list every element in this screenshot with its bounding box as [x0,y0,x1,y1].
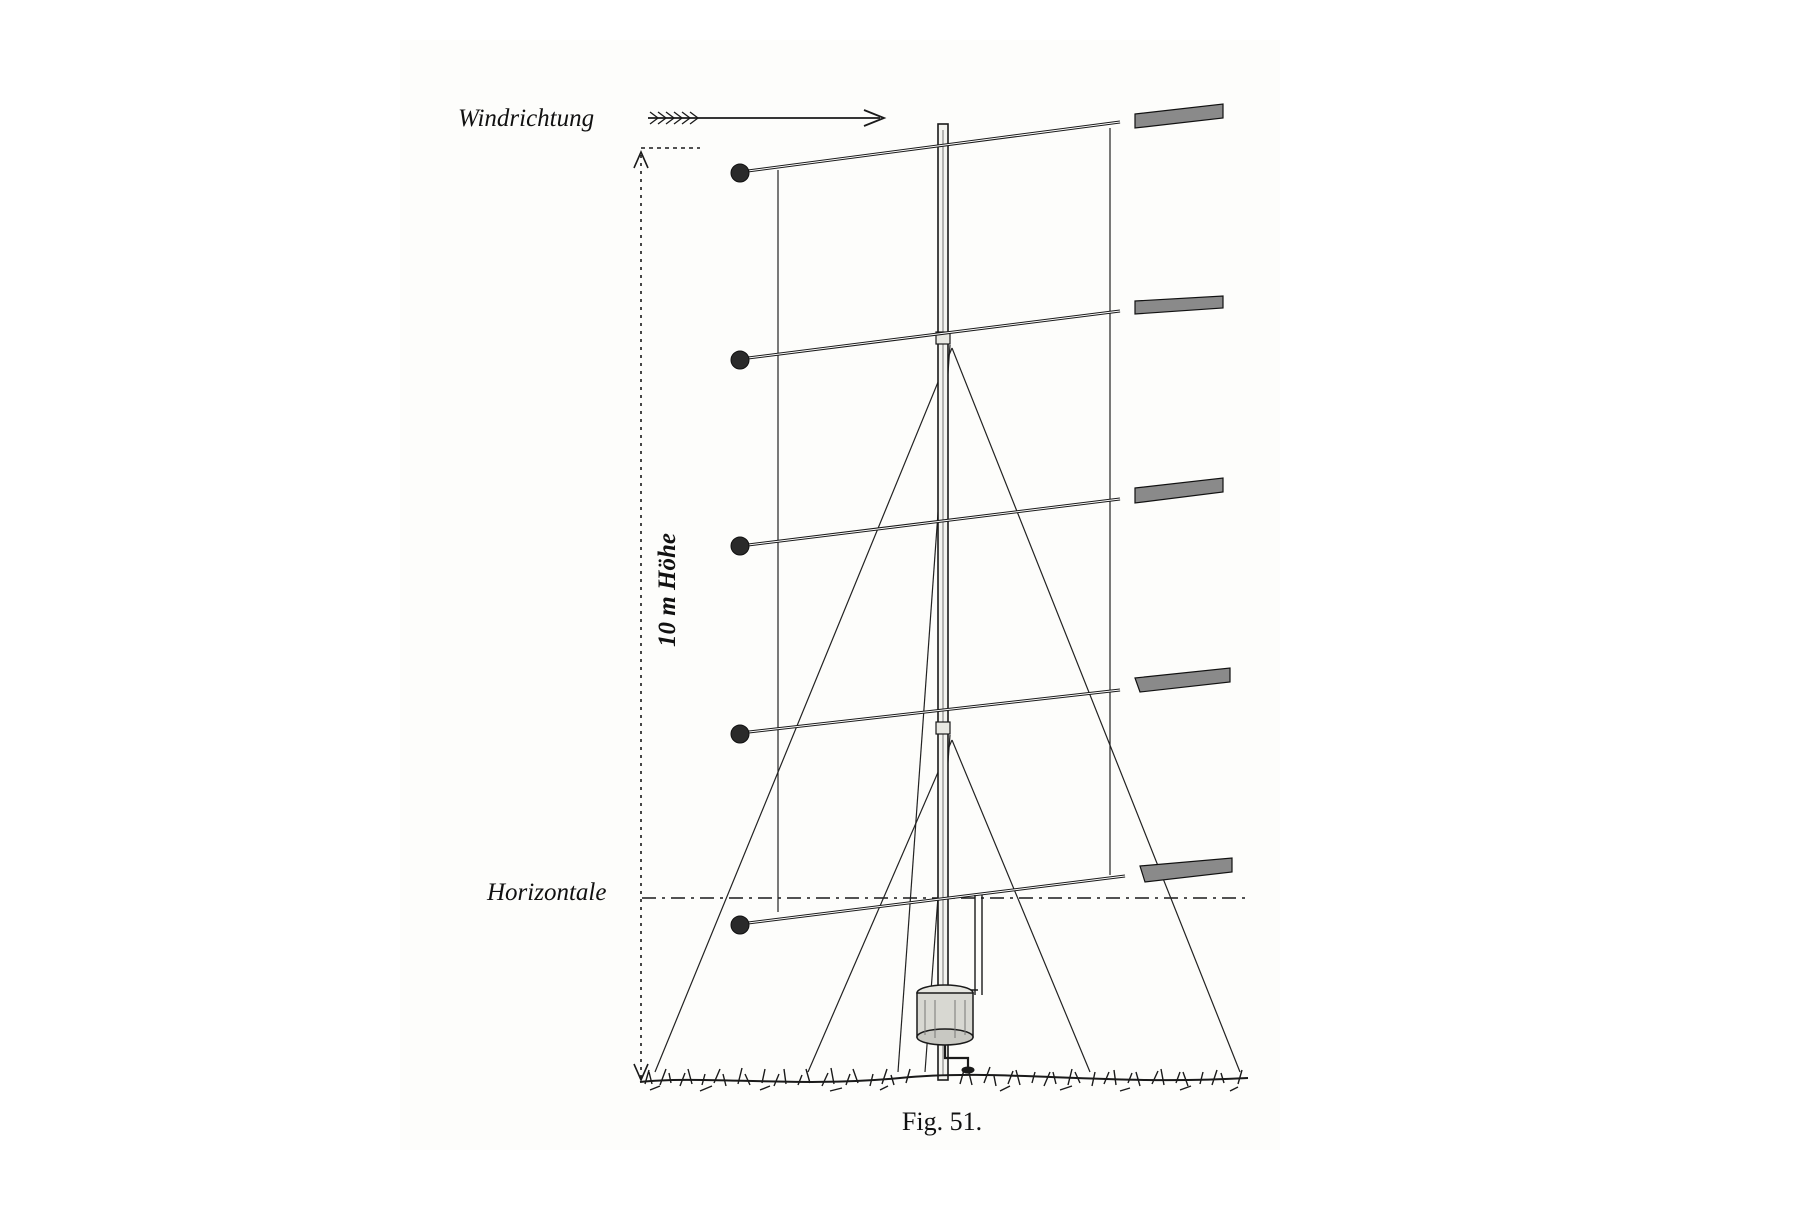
height-dimension [633,147,700,1082]
paper-panel [400,40,1280,1150]
wind-direction-label: Windrichtung [458,105,594,132]
wind-vane-plate-icon [1134,295,1224,315]
counterweight-ball-icon [730,724,750,744]
counterweight-ball-icon [730,350,750,370]
vane-arm-5 [730,857,1233,935]
horizontal-label: Horizontale [486,879,606,906]
wind-direction-arrow-icon [648,109,887,127]
counterweight-ball-icon [730,915,750,935]
vane-arm-4 [730,667,1231,744]
wind-vane-plate-icon [1134,477,1224,504]
counterweight-ball-icon [730,163,750,183]
counterweight-ball-icon [730,536,750,556]
wind-vane-plate-icon [1134,103,1224,129]
figure-caption: Fig. 51. [902,1107,982,1136]
wind-vane-plate-icon [1134,667,1231,693]
ground-grass [639,1066,1249,1092]
wind-vane-plate-icon [1139,857,1233,883]
height-label: 10 m Höhe [654,533,681,647]
height-arrow-top-icon [633,150,649,169]
vane-arm-1 [730,103,1224,183]
height-arrow-bottom-icon [633,1063,649,1082]
vane-arm-2 [730,295,1224,370]
main-mast [935,123,951,1081]
recording-instrument [916,895,983,1074]
vane-arm-3 [730,477,1224,556]
